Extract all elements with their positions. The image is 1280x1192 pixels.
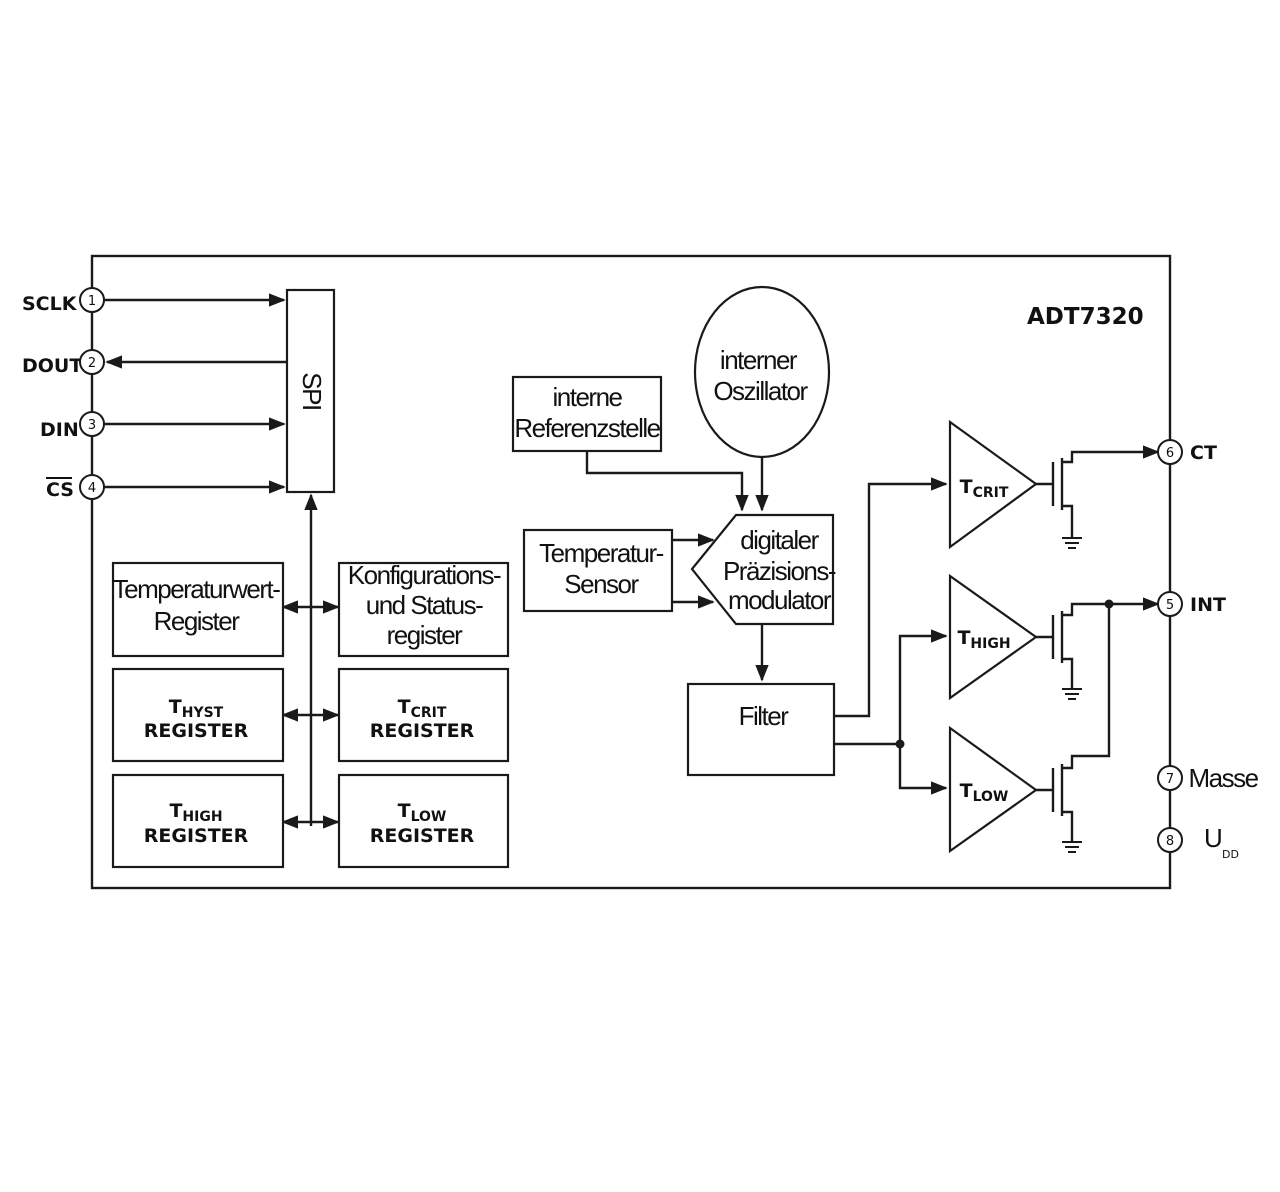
svg-text:und Status-: und Status- <box>366 590 483 620</box>
svg-text:TCRIT: TCRIT <box>960 476 1009 501</box>
spi-block <box>285 288 336 494</box>
modulator-block: digitaler Präzisions- modulator <box>690 513 837 626</box>
svg-text:REGISTER: REGISTER <box>144 720 249 742</box>
svg-text:DOUT: DOUT <box>22 355 82 377</box>
svg-text:interner: interner <box>720 345 798 375</box>
pin-int: 5 INT <box>1157 591 1226 617</box>
internal-reference-block: interne Referenzstelle <box>511 375 662 453</box>
svg-text:DIN: DIN <box>40 419 79 441</box>
tlow-register: TLOW REGISTER <box>337 773 510 869</box>
pin-masse: 7 Masse <box>1157 763 1260 793</box>
chip-outline <box>90 254 1172 890</box>
svg-text:INT: INT <box>1190 594 1226 616</box>
svg-text:Konfigurations-: Konfigurations- <box>348 560 501 590</box>
svg-text:interne: interne <box>553 382 623 412</box>
svg-text:Temperatur-: Temperatur- <box>539 538 663 568</box>
svg-text:3: 3 <box>88 418 96 433</box>
pin-dout: DOUT 2 <box>22 349 105 377</box>
pin-udd: 8 U DD <box>1157 823 1239 861</box>
svg-text:TCRIT: TCRIT <box>398 696 447 721</box>
thigh-register: THIGH REGISTER <box>111 773 285 869</box>
svg-text:Referenzstelle: Referenzstelle <box>514 413 660 443</box>
svg-text:digitaler: digitaler <box>740 525 819 555</box>
spi-label: SPI <box>297 372 327 409</box>
config-status-register: Konfigurations- und Status- register <box>337 560 510 658</box>
svg-text:CT: CT <box>1190 442 1217 464</box>
svg-text:Masse: Masse <box>1188 763 1258 793</box>
svg-text:THYST: THYST <box>169 696 224 721</box>
tcrit-register: TCRIT REGISTER <box>337 667 510 763</box>
svg-text:SCLK: SCLK <box>22 293 78 315</box>
svg-text:modulator: modulator <box>728 585 832 615</box>
svg-text:1: 1 <box>88 294 96 309</box>
temperature-sensor-block: Temperatur- Sensor <box>522 528 674 613</box>
svg-text:CS: CS <box>46 479 74 501</box>
temperature-register: Temperaturwert- Register <box>111 561 285 658</box>
pin-din: DIN 3 <box>40 411 105 441</box>
comparator-thigh: THIGH <box>948 573 1038 701</box>
svg-text:U: U <box>1204 823 1221 853</box>
svg-text:DD: DD <box>1222 848 1239 861</box>
transistor-int-low <box>1036 604 1111 853</box>
svg-text:2: 2 <box>88 356 96 371</box>
comparator-tlow: TLOW <box>948 725 1038 854</box>
svg-text:6: 6 <box>1166 446 1174 461</box>
svg-text:5: 5 <box>1166 598 1174 613</box>
comparator-tcrit: TCRIT <box>948 419 1038 550</box>
svg-text:THIGH: THIGH <box>169 800 222 825</box>
svg-text:Sensor: Sensor <box>564 569 639 599</box>
svg-text:THIGH: THIGH <box>957 627 1010 652</box>
internal-oscillator-block: interner Oszillator <box>693 285 831 459</box>
transistor-int-high <box>1036 597 1160 700</box>
pin-sclk: SCLK 1 <box>22 287 105 315</box>
svg-text:Oszillator: Oszillator <box>713 376 808 406</box>
svg-text:4: 4 <box>88 481 96 496</box>
svg-text:Register: Register <box>154 606 241 636</box>
svg-text:REGISTER: REGISTER <box>370 720 475 742</box>
pin-ct: 6 CT <box>1157 439 1217 465</box>
chip-title: ADT7320 <box>1027 304 1144 330</box>
svg-text:Filter: Filter <box>739 701 790 731</box>
pin-cs: CS 4 <box>46 474 105 501</box>
transistor-ct <box>1036 445 1160 549</box>
thyst-register: THYST REGISTER <box>111 667 285 763</box>
svg-text:REGISTER: REGISTER <box>144 825 249 847</box>
svg-text:TLOW: TLOW <box>398 800 447 825</box>
svg-text:Präzisions-: Präzisions- <box>723 556 836 586</box>
filter-block: Filter <box>686 682 836 777</box>
svg-text:REGISTER: REGISTER <box>370 825 475 847</box>
svg-text:8: 8 <box>1166 834 1174 849</box>
svg-text:TLOW: TLOW <box>960 780 1009 805</box>
svg-text:7: 7 <box>1166 772 1174 787</box>
svg-text:register: register <box>387 620 464 650</box>
svg-text:Temperaturwert-: Temperaturwert- <box>113 574 281 604</box>
